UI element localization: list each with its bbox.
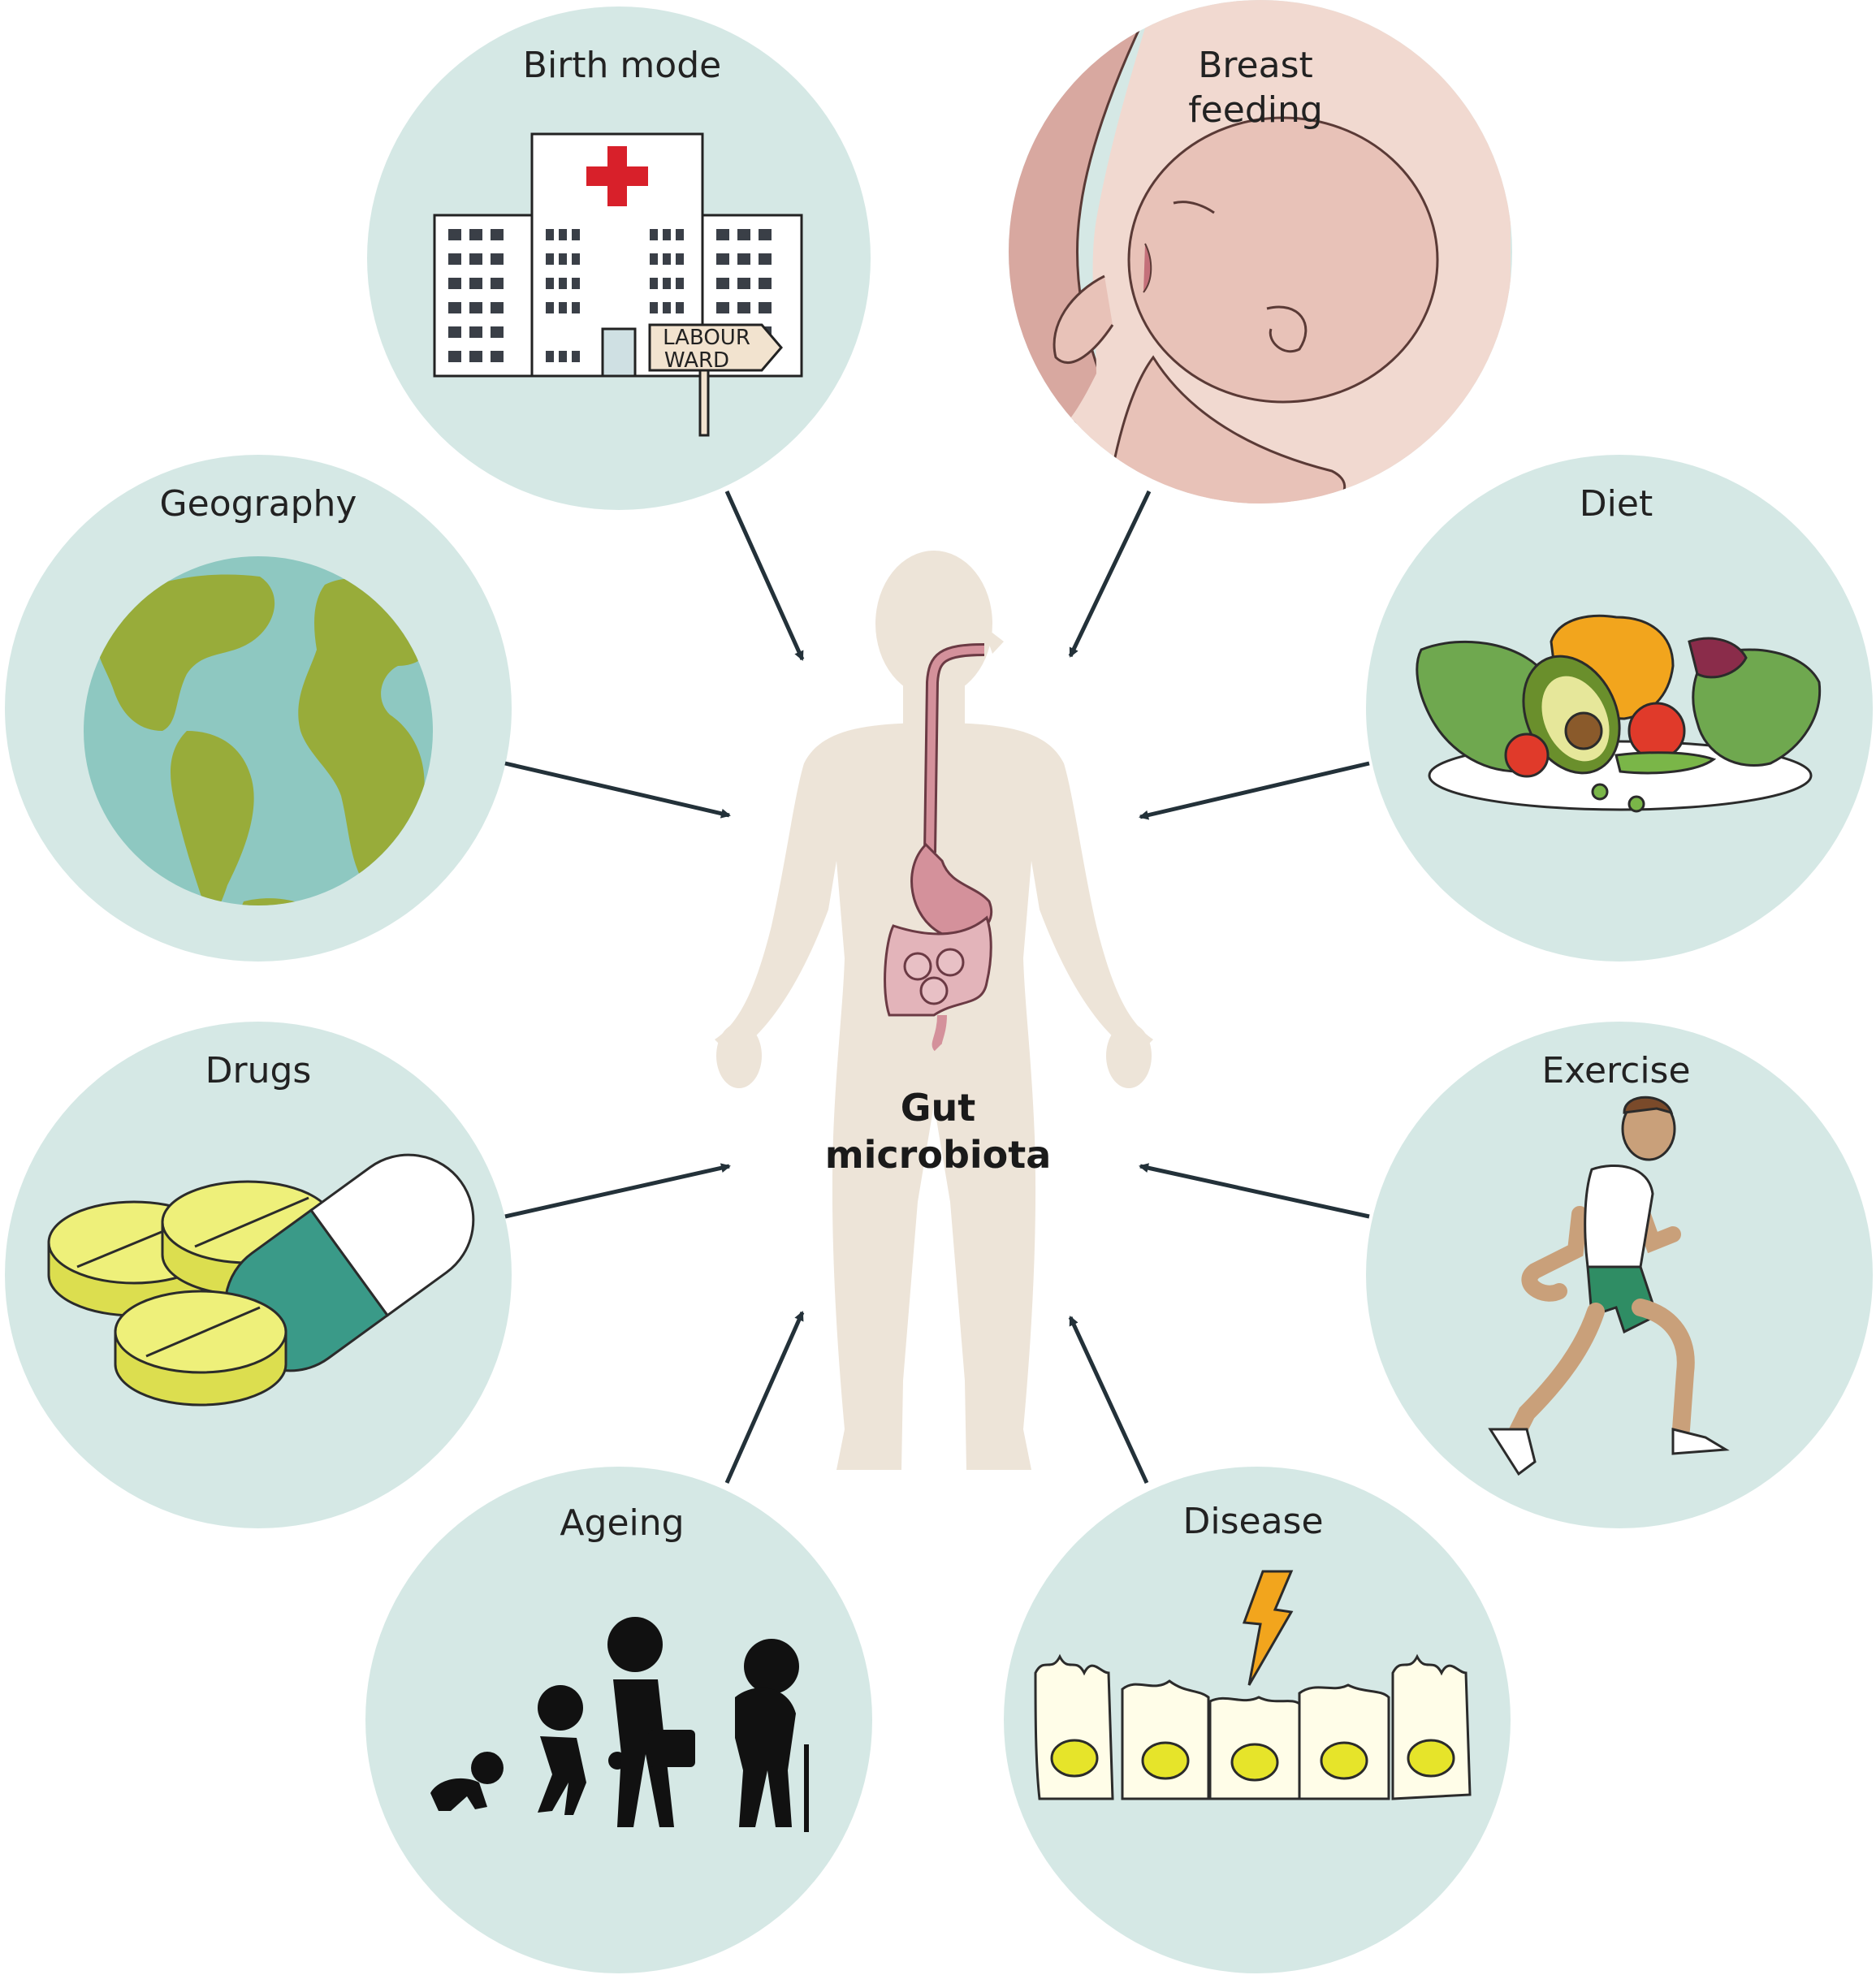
labour-ward-sign-line2: WARD bbox=[664, 348, 729, 373]
runner-icon bbox=[1488, 1096, 1730, 1476]
human-body-figure bbox=[715, 551, 1153, 1470]
arrow-diet bbox=[1139, 761, 1370, 820]
arrow-drugs bbox=[504, 1163, 731, 1219]
breast-feeding-label-line2: feeding bbox=[1188, 89, 1323, 131]
arrow-ageing bbox=[724, 1311, 805, 1484]
digestive-tract bbox=[884, 643, 993, 1052]
breast-feeding-label-line1: Breast bbox=[1198, 45, 1313, 86]
arrows bbox=[504, 490, 1370, 1484]
ageing-silhouettes-icon bbox=[430, 1617, 809, 1832]
arrow-birth-mode bbox=[724, 490, 805, 661]
arrow-breast-feeding bbox=[1068, 490, 1152, 658]
drugs-label: Drugs bbox=[205, 1050, 312, 1091]
birth-mode-label: Birth mode bbox=[523, 45, 721, 86]
arrow-exercise bbox=[1139, 1163, 1370, 1219]
labour-ward-sign-line1: LABOUR bbox=[663, 326, 750, 350]
arrow-disease bbox=[1068, 1316, 1149, 1484]
diet-label: Diet bbox=[1580, 483, 1653, 525]
hospital-building-icon bbox=[433, 132, 803, 437]
epithelial-cells-icon bbox=[1034, 1570, 1472, 1800]
geography-label: Geography bbox=[160, 483, 357, 525]
disease-label: Disease bbox=[1182, 1501, 1323, 1542]
globe-icon bbox=[84, 556, 433, 905]
pills-capsule-icon bbox=[47, 1153, 475, 1407]
center-label-line2: microbiota bbox=[825, 1133, 1052, 1177]
vegetable-plate-icon bbox=[1416, 614, 1822, 813]
exercise-label: Exercise bbox=[1541, 1050, 1690, 1091]
ageing-label: Ageing bbox=[560, 1502, 684, 1544]
arrow-geography bbox=[504, 761, 731, 819]
center-label-line1: Gut bbox=[901, 1086, 976, 1130]
